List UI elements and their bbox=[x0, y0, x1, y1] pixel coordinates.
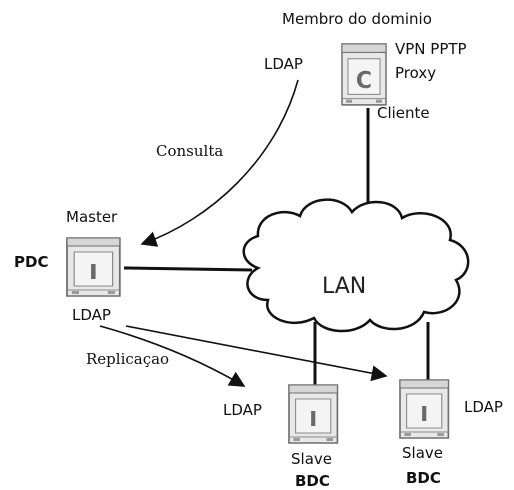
client-ldap-label: LDAP bbox=[264, 55, 303, 73]
replication-label: Replicaçao bbox=[86, 350, 170, 368]
domain-member-title: Membro do dominio bbox=[282, 10, 432, 28]
bdc-1-name-label: BDC bbox=[295, 472, 330, 490]
client-service-vpn: VPN PPTP bbox=[395, 40, 467, 58]
client-server-letter: C bbox=[356, 68, 372, 95]
pdc-server-icon: I bbox=[66, 237, 121, 297]
pdc-server-letter: I bbox=[89, 261, 98, 285]
client-service-proxy: Proxy bbox=[395, 64, 437, 82]
query-arrow bbox=[140, 79, 299, 247]
bdc-1-server-letter: I bbox=[309, 407, 317, 431]
client-name-label: Cliente bbox=[377, 104, 430, 122]
replication-arrow-2 bbox=[125, 325, 388, 382]
bdc-1-ldap-label: LDAP bbox=[223, 401, 262, 419]
query-label: Consulta bbox=[156, 142, 224, 160]
client-server-icon: C bbox=[341, 43, 387, 106]
lan-cloud bbox=[242, 198, 470, 333]
bdc-2-server-letter: I bbox=[420, 402, 428, 426]
pdc-name-label: PDC bbox=[14, 253, 49, 271]
pdc-role-label: Master bbox=[66, 208, 118, 226]
link-pdc-lan bbox=[123, 266, 253, 272]
bdc-1-server-icon: I bbox=[288, 384, 339, 444]
lan-label: LAN bbox=[322, 274, 367, 299]
pdc-ldap-label: LDAP bbox=[72, 306, 111, 324]
bdc-1-role-label: Slave bbox=[291, 450, 332, 468]
replication-arrow-1 bbox=[99, 325, 246, 387]
bdc-2-ldap-label: LDAP bbox=[464, 398, 503, 416]
bdc-2-role-label: Slave bbox=[402, 444, 443, 462]
bdc-2-server-icon: I bbox=[399, 379, 450, 439]
bdc-2-name-label: BDC bbox=[406, 469, 441, 487]
